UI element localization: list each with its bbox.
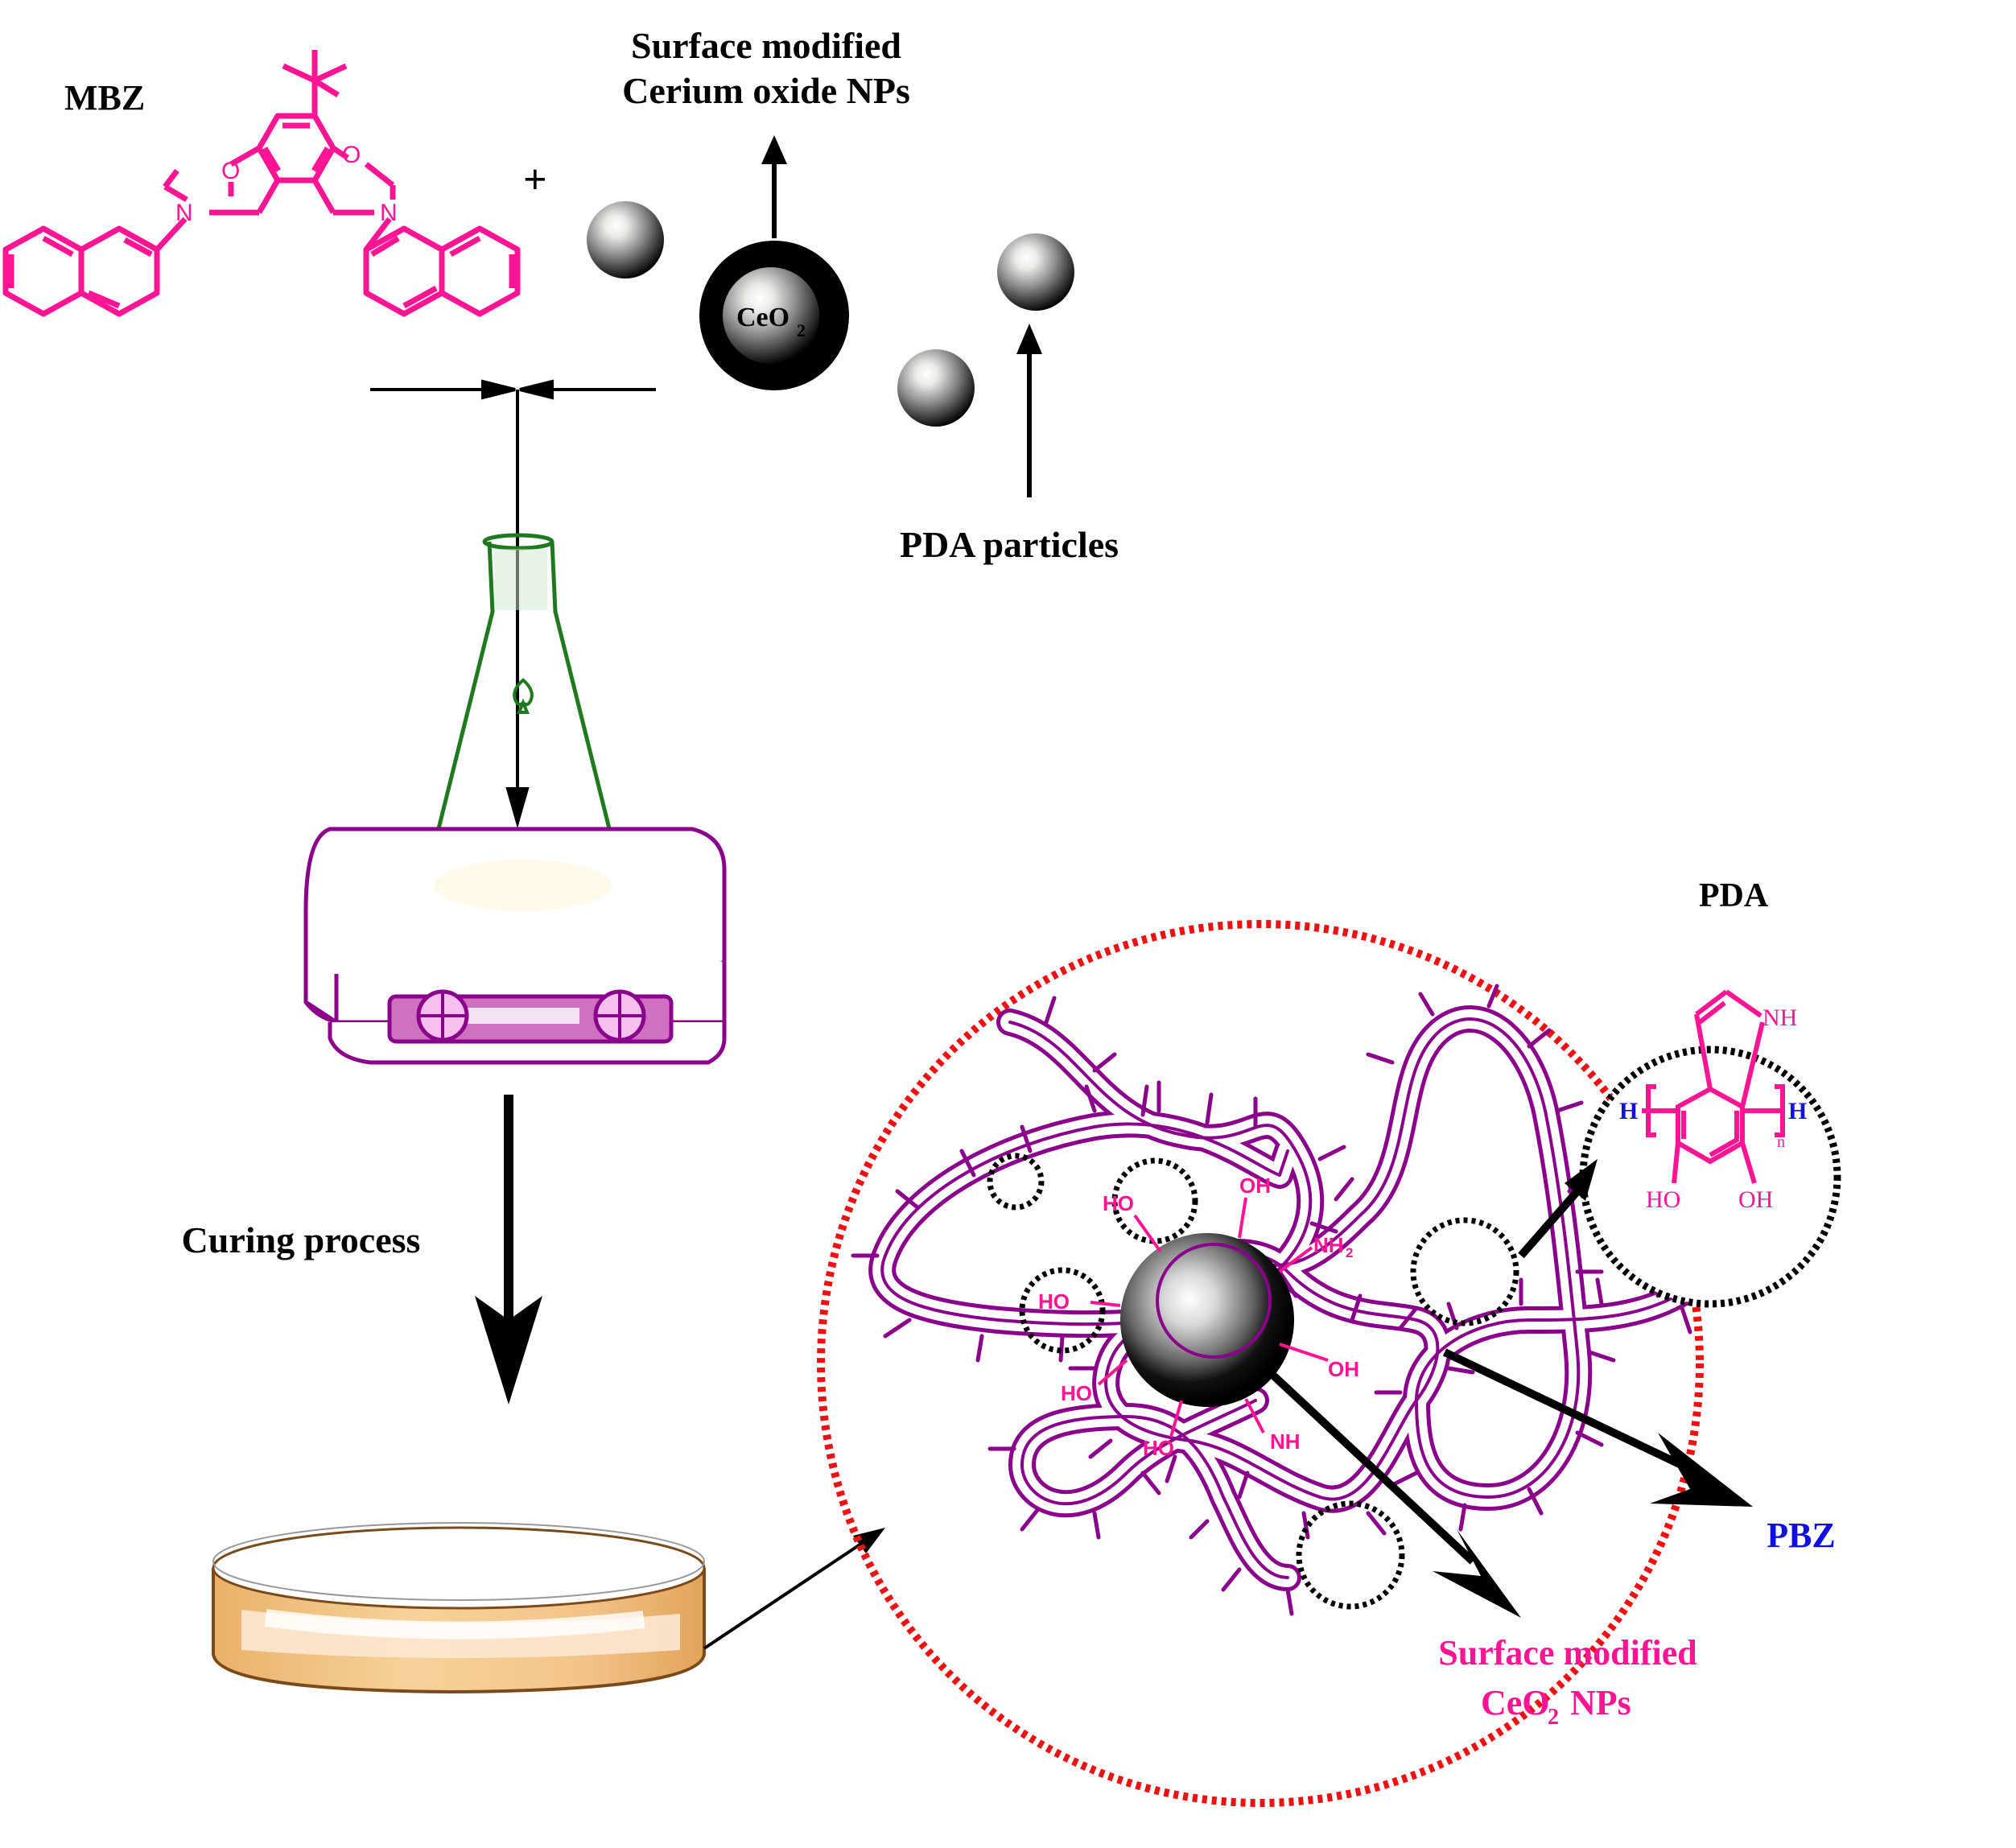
ceo2-particle: CeO 2 — [699, 241, 849, 390]
petri-dish — [212, 1522, 706, 1694]
arrow-to-pbz-head — [1650, 1433, 1753, 1507]
label-nh2-sub: 2 — [1346, 1245, 1353, 1260]
label-ho-bottom: HO — [1143, 1436, 1174, 1460]
surface-modified-label-1: Surface modified — [631, 25, 901, 66]
arrow-to-sm-ceo2-head — [1433, 1529, 1521, 1618]
svg-text:2: 2 — [1548, 1705, 1559, 1730]
sm-ceo2-label-2: CeO 2 NPs — [1481, 1683, 1631, 1730]
center-particle-ring — [1156, 1243, 1272, 1359]
label-nh2: NH — [1313, 1233, 1344, 1257]
pda-n-sub: n — [1777, 1133, 1785, 1151]
pda-h-right: H — [1788, 1098, 1807, 1124]
surface-groups — [1090, 1197, 1329, 1438]
arrow-ceo2-up-head — [761, 135, 787, 164]
arrow-to-pda — [1518, 1188, 1581, 1259]
pda-particle-2 — [997, 233, 1074, 311]
arrow-to-pbz — [1442, 1348, 1701, 1477]
plus-sign: + — [523, 157, 547, 203]
void-circles — [987, 1153, 1519, 1610]
pda-structure-labels: NH H H n HO OH — [1619, 1004, 1807, 1213]
arrow-to-sm-ceo2 — [1267, 1369, 1476, 1565]
pda-oh: OH — [1738, 1186, 1773, 1213]
mbz-o-right: O — [342, 142, 361, 168]
label-ho-upper-left: HO — [1103, 1191, 1134, 1215]
sm-ceo2-label-1: Surface modified — [1438, 1633, 1696, 1673]
pda-h-left: H — [1619, 1098, 1638, 1124]
pda-ho: HO — [1646, 1186, 1680, 1213]
pda-title-label: PDA — [1699, 877, 1769, 914]
curing-arrow-head — [475, 1296, 542, 1405]
mbz-o-left: O — [221, 158, 240, 184]
zoom-circle — [817, 920, 1704, 1807]
mbz-n-right: N — [380, 200, 398, 226]
mbz-atom-labels: O O N N — [175, 142, 398, 226]
pda-structure — [1642, 989, 1785, 1184]
label-oh-top: OH — [1239, 1174, 1271, 1198]
pda-nh: NH — [1762, 1004, 1797, 1031]
mbz-molecule — [2, 50, 521, 317]
svg-text:CeO: CeO — [1481, 1683, 1550, 1722]
polymer-network — [851, 984, 1704, 1616]
curing-process-label: Curing process — [182, 1219, 421, 1260]
mbz-n-left: N — [175, 200, 193, 226]
ceo2-subscript: 2 — [797, 320, 806, 340]
pda-particle-1 — [587, 201, 664, 278]
pbz-label: PBZ — [1767, 1516, 1836, 1555]
dish-to-zoom-arrow — [703, 1542, 863, 1650]
pda-particles-label: PDA particles — [900, 524, 1119, 565]
mbz-label: MBZ — [64, 78, 145, 118]
arrow-pda-up-head — [1016, 324, 1042, 354]
ceo2-label: CeO — [736, 303, 789, 332]
pda-particle-3 — [897, 349, 975, 427]
flask-liquid-glow — [435, 860, 612, 911]
label-nh-bottom: NH — [1270, 1429, 1301, 1454]
arrow-to-pda-head — [1565, 1159, 1598, 1201]
dish-to-zoom-arrow-head — [853, 1528, 885, 1553]
surface-group-labels: OH HO NH 2 HO OH HO HO NH — [1038, 1174, 1359, 1460]
label-ho-left: HO — [1038, 1289, 1070, 1314]
svg-text:NPs: NPs — [1561, 1683, 1631, 1722]
surface-modified-label-2: Cerium oxide NPs — [622, 70, 910, 111]
label-oh-right: OH — [1328, 1357, 1359, 1381]
label-ho-lower-left: HO — [1061, 1381, 1092, 1405]
